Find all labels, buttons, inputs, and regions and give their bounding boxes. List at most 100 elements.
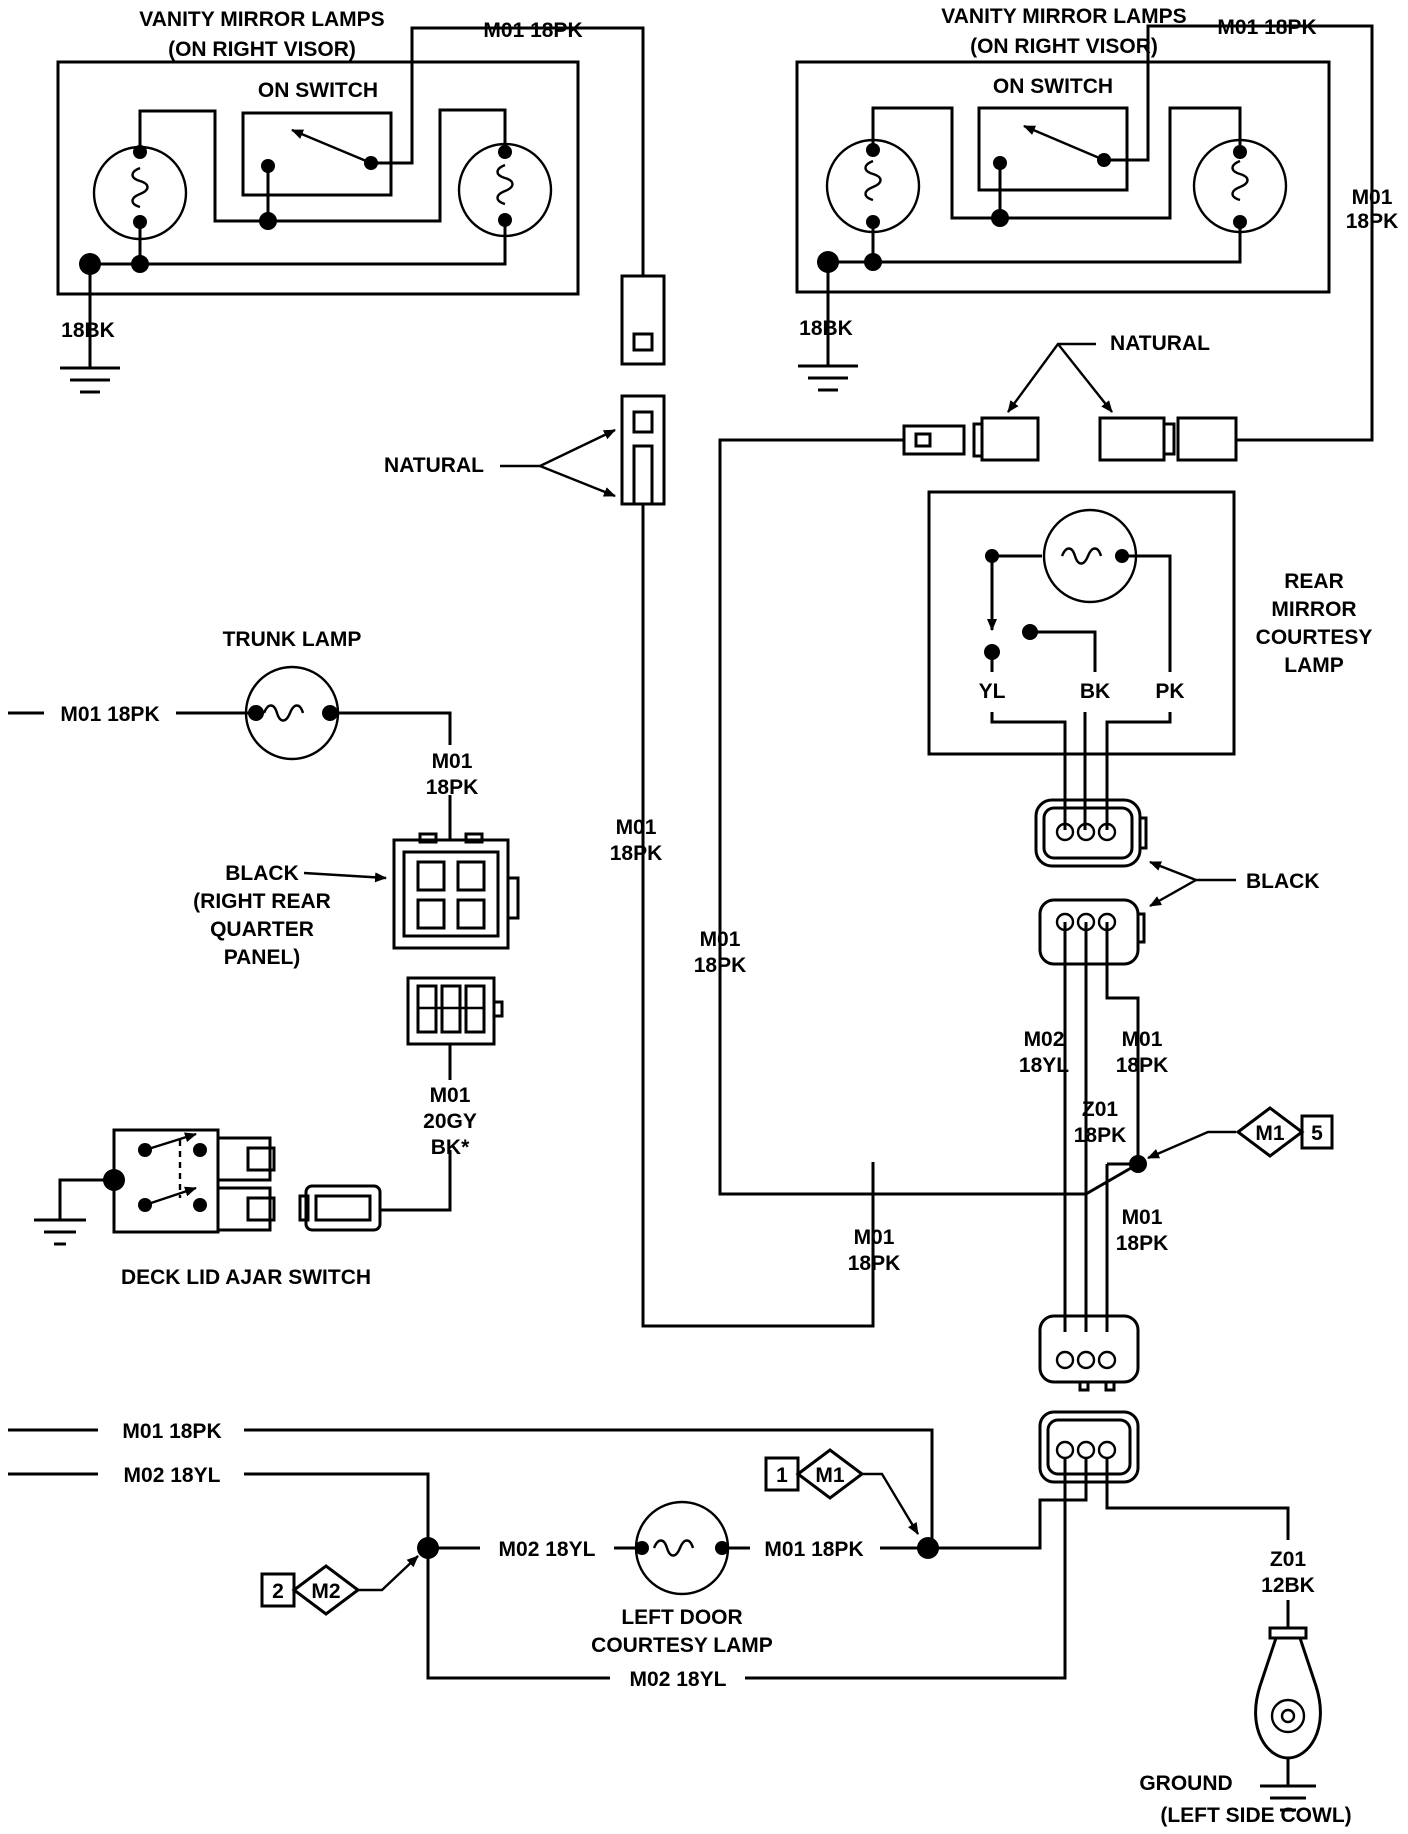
ground-wire [58, 1178, 114, 1220]
wire [873, 222, 1242, 264]
arrow-icon [1057, 343, 1113, 413]
trunk-lamp [8, 665, 452, 840]
splice-code: M1 [815, 1464, 844, 1487]
wire [1030, 630, 1097, 672]
pin-label-pk: PK [1155, 680, 1184, 703]
filament-icon [652, 1539, 695, 1557]
wire-m02-18yl [745, 1458, 1067, 1680]
vanity-right-switch-label: ON SWITCH [993, 75, 1113, 98]
wire-label: M02 18YL [124, 1464, 221, 1487]
wire-yl [990, 712, 1067, 830]
rear-mirror-label-3: COURTESY [1256, 626, 1373, 649]
wire-label: M02 [1024, 1028, 1065, 1051]
trunk-lamp-label: TRUNK LAMP [223, 628, 362, 651]
wire-label: M01 [616, 816, 657, 839]
wire-label: 18PK [426, 776, 479, 799]
connector-body [1038, 1410, 1140, 1484]
vanity-right-title-2: (ON RIGHT VISOR) [970, 35, 1158, 58]
wire-label: M01 [1122, 1028, 1163, 1051]
wire-label: M01 18PK [483, 19, 582, 42]
filament-icon [864, 159, 882, 202]
ground-icon [1260, 1784, 1316, 1812]
natural-right-label: NATURAL [1110, 332, 1210, 355]
vanity-mirror-right [795, 24, 1374, 442]
black-connector-quarter-panel [392, 832, 520, 950]
wire-m01-18pk [928, 1458, 1088, 1550]
filament-icon [1060, 547, 1103, 565]
connector-body [392, 838, 510, 950]
black-quarter-label-2: (RIGHT REAR [193, 890, 331, 913]
splice-m2-2 [260, 1555, 419, 1616]
arrow-icon [1149, 860, 1236, 882]
wire-label: 18PK [694, 954, 747, 977]
arrow-icon [1149, 878, 1197, 908]
arrow-icon [303, 871, 387, 883]
eyelet-body [1254, 1636, 1322, 1760]
wire-label: 18PK [1346, 210, 1399, 233]
wire [1000, 106, 1242, 220]
rear-mirror-courtesy-lamp [927, 490, 1236, 830]
wire [268, 108, 507, 223]
deck-lid-ajar-switch [34, 1128, 382, 1246]
wire-label: M01 18PK [764, 1538, 863, 1561]
wire-pk [1105, 712, 1172, 830]
arrow-icon [1147, 1130, 1236, 1160]
wire-label: M01 18PK [1217, 16, 1316, 39]
plug-body [304, 1184, 382, 1232]
rear-mirror-label-1: REAR [1284, 570, 1344, 593]
black-right-label: BLACK [1246, 870, 1320, 893]
wire-label: M01 18PK [122, 1420, 221, 1443]
black-connector-upper [1034, 798, 1148, 868]
splice-m1-1 [764, 1448, 920, 1535]
natural-connector-left [620, 274, 875, 1328]
ground-icon [60, 366, 120, 394]
wire-m01-18pk [718, 438, 1086, 1196]
vanity-left-title-1: VANITY MIRROR LAMPS [139, 8, 384, 31]
wire-label: Z01 [1270, 1548, 1307, 1571]
splice-m1-5 [1147, 1106, 1334, 1160]
splice-number: 1 [776, 1464, 788, 1487]
wire-label: M02 18YL [630, 1668, 727, 1691]
node-dot [131, 255, 149, 273]
connector-body [1038, 898, 1140, 966]
wire-label: 20GY [423, 1110, 477, 1133]
wire-m01-18pk [1105, 922, 1140, 1164]
connector-body [1034, 798, 1142, 868]
connector-body [980, 416, 1040, 462]
left-door-courtesy-lamp [634, 1500, 730, 1596]
wire-label: 18PK [848, 1252, 901, 1275]
wire-m01-18pk [1104, 24, 1374, 442]
connector-body [1098, 416, 1166, 462]
wire-label: M01 [430, 1084, 471, 1107]
arrow-icon [500, 428, 616, 468]
ground-cowl-label-1: GROUND [1139, 1772, 1232, 1795]
wire-label: M02 18YL [499, 1538, 596, 1561]
connector-c-lower-2 [1038, 1410, 1140, 1484]
arrow-icon [1007, 342, 1096, 413]
black-quarter-label-3: QUARTER [210, 918, 314, 941]
on-switch-box [241, 111, 393, 197]
splice-code: M2 [311, 1580, 340, 1603]
splice-code: M1 [1255, 1122, 1284, 1145]
vanity-left-switch-label: ON SWITCH [258, 79, 378, 102]
wire [1122, 554, 1172, 672]
vanity-right-ground-label: 18BK [799, 317, 853, 340]
wire-label: M01 [700, 928, 741, 951]
on-switch-box [977, 106, 1129, 192]
left-door-label-2: COURTESY LAMP [591, 1634, 773, 1657]
vanity-right-title-1: VANITY MIRROR LAMPS [941, 5, 1186, 28]
rear-mirror-housing [927, 490, 1236, 756]
pin-label-bk: BK [1080, 680, 1110, 703]
connector-body [620, 274, 666, 366]
ground-icon [34, 1218, 86, 1246]
switch-arm [1023, 124, 1105, 162]
wire-label: M01 [432, 750, 473, 773]
wire-label: M01 [1352, 186, 1393, 209]
connector-c-lower-1 [1038, 1314, 1140, 1392]
wire-m02-18yl [244, 1472, 610, 1680]
wire-label: 18PK [1116, 1232, 1169, 1255]
wire [330, 711, 452, 745]
connector-body [406, 976, 496, 1046]
wire-m01-18pk [641, 504, 875, 1328]
node-dot [259, 212, 277, 230]
